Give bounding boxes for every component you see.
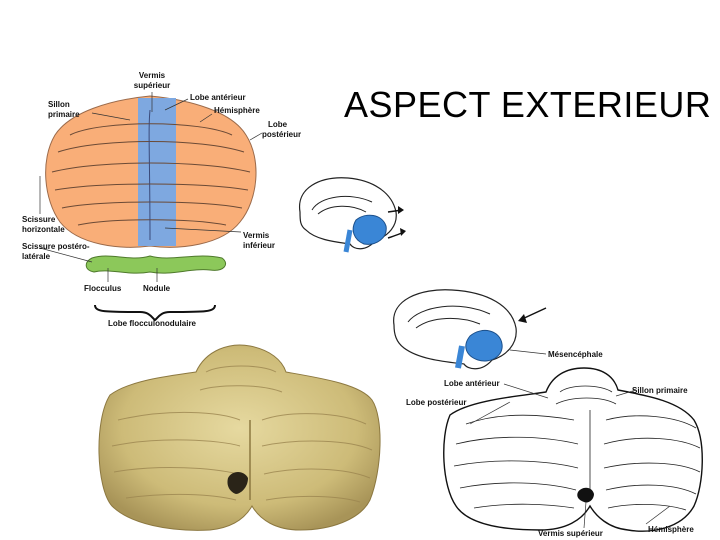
- label-scissure-horizontale-1: Scissure: [22, 215, 56, 224]
- label-lobe-flocculonodulaire: Lobe flocculonodulaire: [108, 319, 197, 328]
- label-vermis-superieur-2: supérieur: [134, 81, 170, 90]
- label-lobe-posterieur-2: postérieur: [262, 130, 301, 139]
- label-flocculus: Flocculus: [84, 284, 122, 293]
- vermis-strip: [138, 98, 176, 246]
- label-lobe-posterieur-br: Lobe postérieur: [406, 398, 466, 407]
- label-lobe-anterieur-br: Lobe antérieur: [444, 379, 500, 388]
- label-scissure-postero-2: latérale: [22, 252, 51, 261]
- sagittal-brain-small: [299, 177, 406, 253]
- flocculonodular-lobe: [85, 255, 226, 274]
- label-sillon-primaire-1: Sillon: [48, 100, 70, 109]
- cerebellum-line-drawing: Mésencéphale Lobe antérieur Sillon prima…: [406, 349, 703, 538]
- folia-lines: [51, 109, 251, 241]
- sagittal-brain-medium: [393, 289, 547, 370]
- label-vermis-inferieur-1: Vermis: [243, 231, 270, 240]
- label-hemisphere-br: Hémisphère: [648, 525, 694, 534]
- label-lobe-anterieur: Lobe antérieur: [190, 93, 246, 102]
- label-nodule: Nodule: [143, 284, 171, 293]
- small-cerebellum-blue: [352, 214, 387, 245]
- slide-title: ASPECT EXTERIEUR: [344, 84, 712, 125]
- label-mesencephale: Mésencéphale: [548, 350, 603, 359]
- medium-cerebellum-blue: [465, 329, 503, 362]
- label-scissure-horizontale-2: horizontale: [22, 225, 65, 234]
- cerebellum-schematic: Vermis supérieur Sillon primaire Lobe an…: [22, 71, 301, 328]
- label-vermis-inferieur-2: inférieur: [243, 241, 275, 250]
- label-vermis-superieur-br: Vermis supérieur: [538, 529, 603, 538]
- label-vermis-superieur-1: Vermis: [139, 71, 166, 80]
- cerebellum-photo: [98, 344, 381, 531]
- label-sillon-primaire-br: Sillon primaire: [632, 386, 688, 395]
- label-scissure-postero-1: Scissure postéro-: [22, 242, 90, 251]
- label-hemisphere: Hémisphère: [214, 106, 260, 115]
- label-sillon-primaire-2: primaire: [48, 110, 80, 119]
- label-lobe-posterieur-1: Lobe: [268, 120, 288, 129]
